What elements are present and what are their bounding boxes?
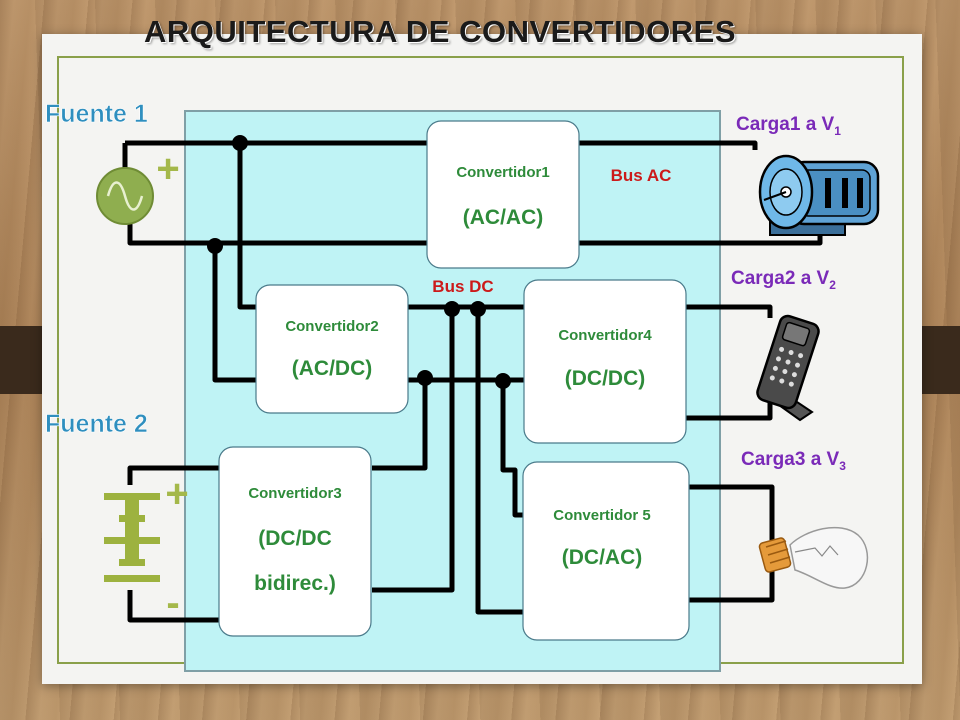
phone-icon xyxy=(756,314,820,422)
carga1-label: Carga1 a V1 xyxy=(736,114,841,138)
carga2-label: Carga2 a V2 xyxy=(731,268,836,292)
load2-bottom-wire xyxy=(685,400,773,421)
convertidor5-type: (DC/AC) xyxy=(562,546,642,569)
convertidor3-name: Convertidor3 xyxy=(248,485,341,502)
convertidor3-box xyxy=(218,446,372,637)
load-labels: Carga1 a V1 Carga2 a V2 Carga3 a V3 xyxy=(731,114,846,473)
fuente1-label: Fuente 1 xyxy=(45,100,148,128)
junction-dots xyxy=(207,135,511,389)
convertidor5-box xyxy=(522,461,690,641)
convertidor1-name: Convertidor1 xyxy=(456,164,549,181)
battery-icon xyxy=(104,493,160,582)
bus-dc-label: Bus DC xyxy=(432,277,493,296)
ac-bus-top-wire xyxy=(125,140,758,150)
junction-dot xyxy=(444,301,460,317)
convertidor5-name: Convertidor 5 xyxy=(553,507,651,524)
convertidor1-box xyxy=(426,120,580,269)
dc-riser-4 xyxy=(500,380,525,518)
conv2-ac-bottom-wire xyxy=(212,243,258,383)
fuente2-label: Fuente 2 xyxy=(45,410,148,438)
convertidor2-type: (AC/DC) xyxy=(292,357,372,380)
dc-riser-1 xyxy=(372,307,455,593)
junction-dot xyxy=(470,301,486,317)
bus-ac-label: Bus AC xyxy=(611,166,672,185)
junction-dot xyxy=(232,135,248,151)
battery-bottom-wire xyxy=(127,590,220,623)
dc-riser-2 xyxy=(372,380,428,471)
convertidor4-box xyxy=(523,279,687,444)
converter-boxes xyxy=(218,120,690,641)
junction-dot xyxy=(207,238,223,254)
battery-top-wire xyxy=(127,465,220,485)
convertidor4-name: Convertidor4 xyxy=(558,327,652,344)
junction-dot xyxy=(495,373,511,389)
dc-riser-3 xyxy=(475,307,525,615)
conv2-ac-top-wire xyxy=(237,143,258,310)
converter-labels: Convertidor1 (AC/AC) Convertidor2 (AC/DC… xyxy=(248,164,652,595)
load2-top-wire xyxy=(685,304,773,318)
carga3-label: Carga3 a V3 xyxy=(741,449,846,473)
load3-top-wire xyxy=(688,484,775,545)
motor-icon xyxy=(758,154,880,236)
convertidor3-type: (DC/DC xyxy=(258,527,332,550)
load3-bottom-wire xyxy=(688,570,775,603)
fuente2-minus-sign: - xyxy=(166,581,179,625)
ac-source-icon xyxy=(96,167,154,225)
convertidor2-name: Convertidor2 xyxy=(285,318,378,335)
convertidor3-type-line2: bidirec.) xyxy=(254,572,336,595)
fuente2-plus-sign: + xyxy=(165,472,188,516)
light-bulb-icon xyxy=(758,526,869,589)
slide-title: ARQUITECTURA DE CONVERTIDORES xyxy=(143,14,737,49)
convertidor1-type: (AC/AC) xyxy=(463,206,543,229)
fuente1-plus-sign: + xyxy=(156,147,179,191)
junction-dot xyxy=(417,370,433,386)
convertidor2-box xyxy=(255,284,409,414)
convertidor4-type: (DC/DC) xyxy=(565,367,645,390)
